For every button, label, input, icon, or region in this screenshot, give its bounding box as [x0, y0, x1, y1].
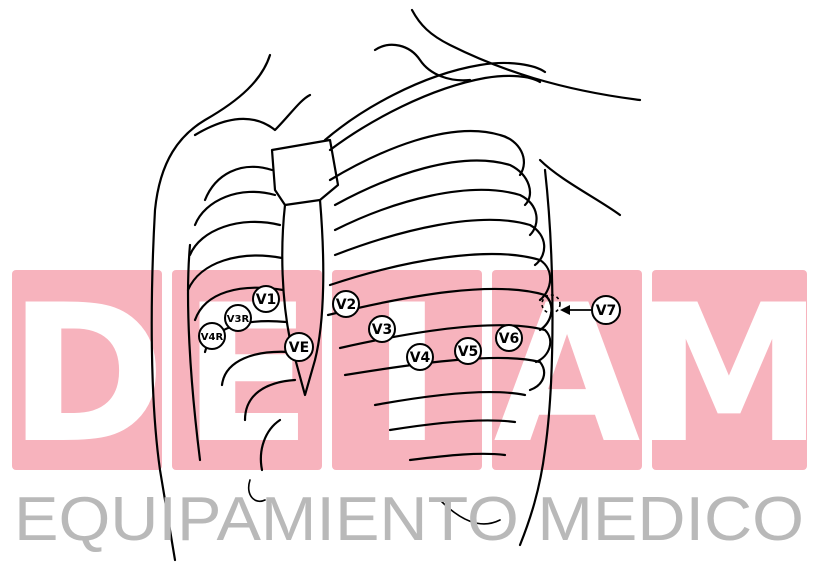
electrode-v6: V6	[496, 325, 522, 351]
watermark-letter-m: M	[634, 264, 819, 485]
lead-label-v5: V5	[458, 344, 479, 360]
watermark-letter-a: A	[493, 264, 640, 485]
lead-label-ve: VE	[289, 340, 309, 356]
lead-label-v3r: V3R	[227, 314, 250, 325]
electrode-v4r: V4R	[199, 323, 225, 349]
lead-label-v6: V6	[499, 331, 520, 347]
electrode-v1: V1	[253, 286, 279, 312]
lead-label-v3: V3	[372, 322, 393, 338]
electrode-v3r: V3R	[225, 305, 251, 331]
lead-label-v7: V7	[596, 303, 617, 319]
electrode-v7: V7	[592, 296, 620, 324]
electrode-v5: V5	[455, 338, 481, 364]
electrode-v2: V2	[333, 291, 359, 317]
electrode-ve: VE	[285, 333, 313, 361]
lead-label-v4r: V4R	[201, 332, 224, 343]
lead-label-v2: V2	[336, 297, 357, 313]
electrode-v3: V3	[369, 316, 395, 342]
electrode-v4: V4	[407, 344, 433, 370]
watermark-tagline: EQUIPAMIENTO MEDICO	[14, 485, 804, 554]
watermark-letter-e: E	[182, 264, 312, 485]
lead-label-v1: V1	[256, 292, 277, 308]
watermark-letter-d: D	[8, 264, 166, 485]
lead-label-v4: V4	[410, 350, 431, 366]
